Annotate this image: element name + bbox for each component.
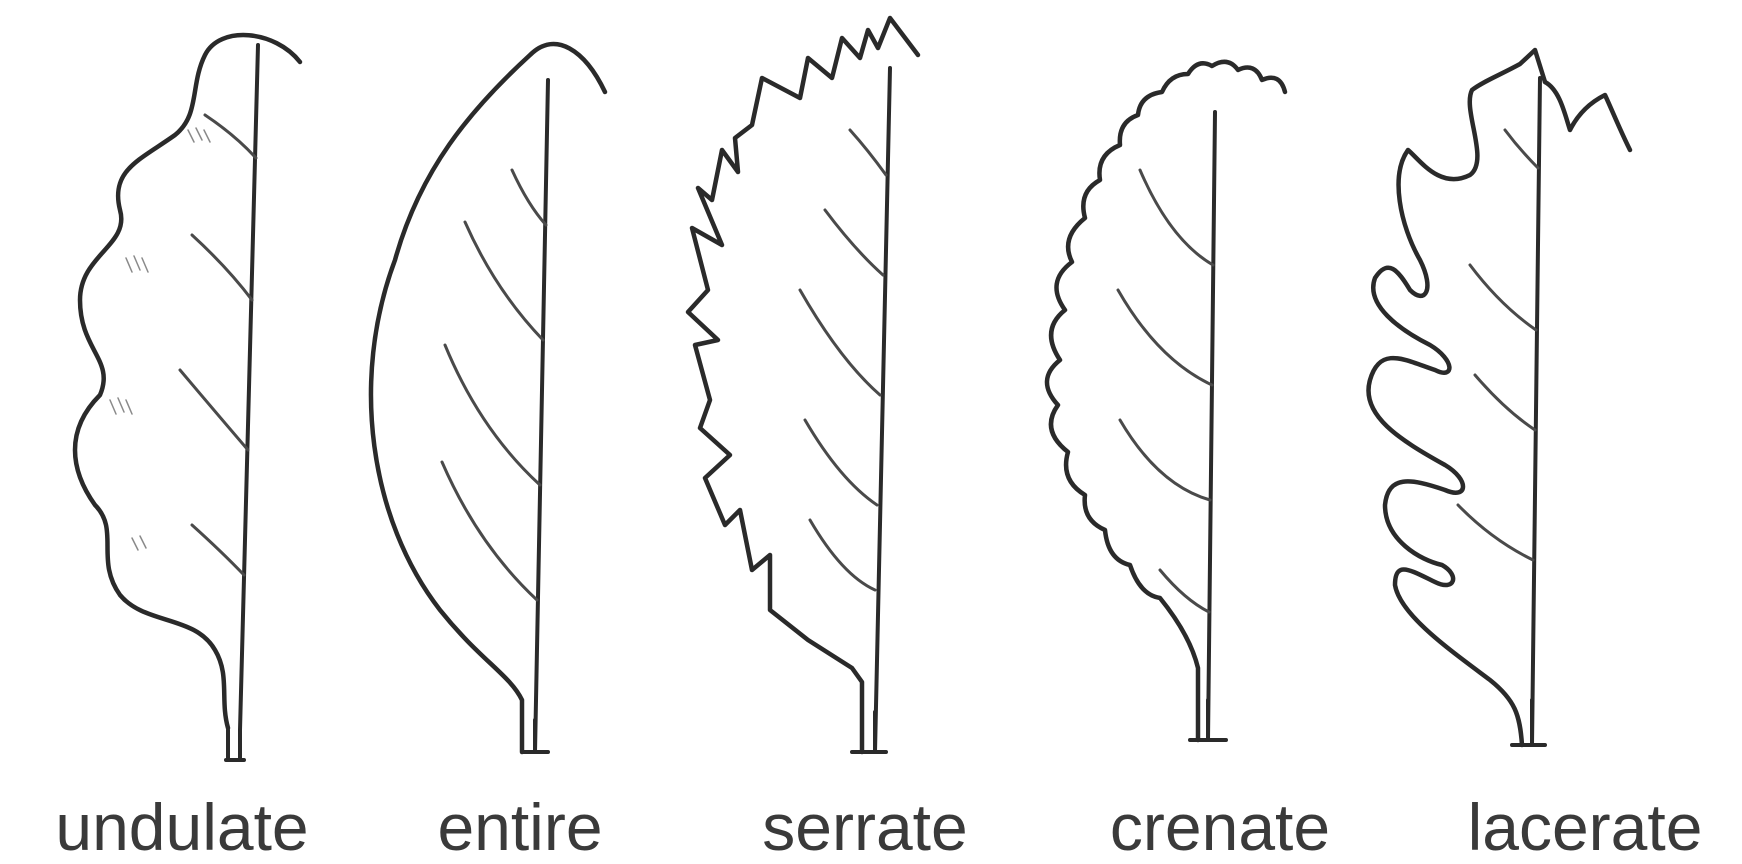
serrate-petiole — [852, 712, 886, 752]
label-serrate: serrate — [762, 790, 967, 864]
undulate-hatch — [126, 256, 148, 272]
leaf-serrate — [688, 18, 918, 752]
undulate-vein — [192, 235, 252, 300]
crenate-petiole — [1190, 700, 1226, 740]
entire-vein — [445, 345, 540, 485]
entire-vein — [465, 222, 543, 340]
undulate-midrib — [240, 45, 258, 730]
crenate-vein — [1140, 170, 1213, 265]
label-undulate: undulate — [55, 790, 308, 864]
undulate-vein — [180, 370, 248, 450]
lacerate-vein — [1505, 130, 1538, 168]
serrate-vein — [850, 130, 886, 175]
leaf-crenate — [1047, 62, 1285, 740]
label-crenate: crenate — [1110, 790, 1330, 864]
undulate-hatch — [188, 128, 210, 142]
leaf-entire — [371, 44, 605, 752]
lacerate-midrib — [1532, 78, 1540, 745]
crenate-midrib — [1208, 112, 1215, 740]
crenate-vein — [1120, 420, 1210, 500]
lacerate-vein — [1470, 265, 1536, 330]
crenate-outline — [1047, 62, 1285, 740]
lacerate-tip-lobe — [1545, 82, 1630, 150]
label-entire: entire — [437, 790, 602, 864]
crenate-vein — [1118, 290, 1212, 385]
lacerate-vein — [1458, 505, 1533, 560]
undulate-outline — [75, 35, 300, 728]
serrate-vein — [805, 420, 877, 505]
label-lacerate: lacerate — [1468, 790, 1703, 864]
lacerate-vein — [1475, 375, 1535, 430]
serrate-vein — [810, 520, 875, 590]
entire-outline — [371, 44, 605, 752]
undulate-hatch — [110, 398, 132, 414]
undulate-hatch — [132, 536, 146, 550]
entire-petiole — [522, 720, 548, 752]
entire-midrib — [535, 80, 548, 752]
undulate-petiole — [226, 730, 244, 760]
undulate-vein — [205, 115, 256, 158]
entire-vein — [442, 462, 537, 600]
leaf-undulate — [75, 35, 300, 760]
serrate-vein — [800, 290, 880, 395]
lacerate-outline — [1368, 50, 1545, 745]
serrate-vein — [825, 210, 883, 275]
leaf-lacerate — [1368, 50, 1630, 745]
undulate-vein — [192, 525, 244, 575]
entire-vein — [512, 170, 546, 225]
